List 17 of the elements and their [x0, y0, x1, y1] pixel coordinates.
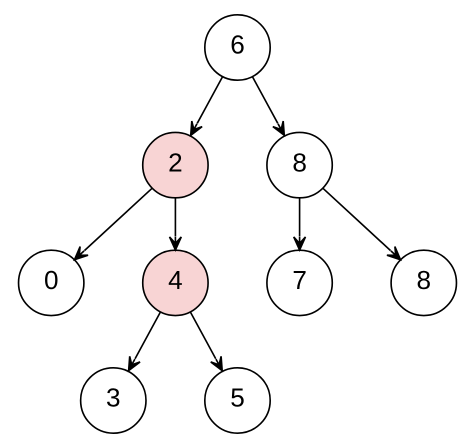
arrow	[189, 312, 222, 372]
arrow	[322, 188, 401, 261]
node-circle: 0	[17, 249, 84, 316]
node-circle: 6	[204, 14, 270, 82]
node-circle: 8	[390, 249, 457, 316]
arrow	[251, 76, 285, 136]
node-circle: 7	[266, 249, 333, 316]
node-circle: 2	[141, 132, 208, 199]
arrow	[189, 76, 223, 136]
arrow	[127, 312, 161, 372]
arrow	[168, 198, 182, 251]
arrow	[73, 188, 152, 261]
node-circle: 8	[266, 132, 333, 199]
arrow	[292, 198, 306, 251]
node-circle: 3	[79, 366, 146, 434]
node-circle: 5	[204, 366, 270, 434]
node-circle: 4	[141, 249, 208, 316]
